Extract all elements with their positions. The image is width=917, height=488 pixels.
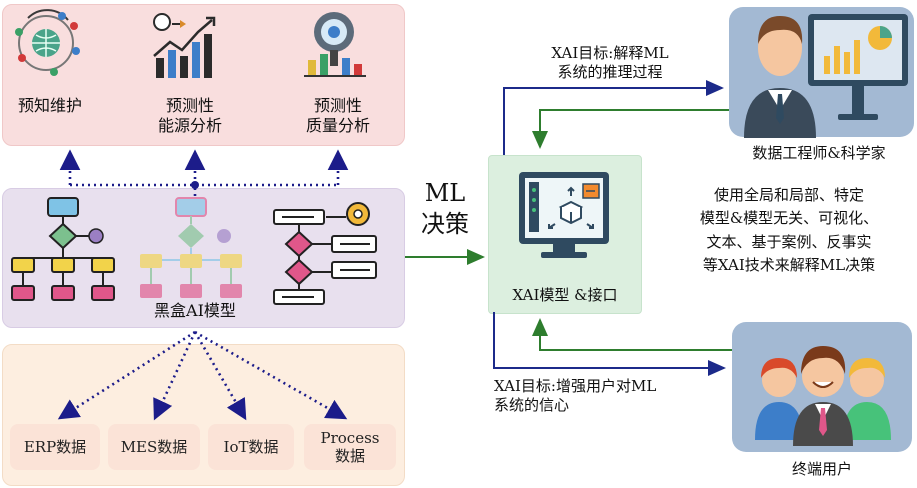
green-arrow-from-scientist bbox=[532, 109, 729, 149]
data-scientist-label: 数据工程师&科学家 bbox=[752, 144, 886, 162]
end-user-label: 终端用户 bbox=[791, 460, 852, 478]
black-box-model-label: 黑盒AI模型 bbox=[154, 301, 236, 320]
xai-model-interface-label: XAI模型 &接口 bbox=[512, 286, 618, 304]
dotted-up-connectors bbox=[59, 149, 349, 196]
goal-enhance-confidence-label: XAI目标:增强用户对ML 系统的信心 bbox=[494, 377, 657, 414]
mes-data-box: MES数据 bbox=[108, 424, 200, 470]
iot-data-label: IoT数据 bbox=[223, 438, 279, 456]
mes-data-label: MES数据 bbox=[120, 438, 188, 456]
blue-arrow-to-scientist bbox=[503, 80, 724, 155]
dotted-fan-connectors bbox=[57, 330, 348, 421]
ml-decision-label: ML 决策 bbox=[421, 179, 469, 239]
junction-dot bbox=[191, 181, 199, 189]
predictive-energy-label: 预测性 能源分析 bbox=[157, 96, 222, 135]
erp-data-label: ERP数据 bbox=[23, 438, 87, 456]
process-data-label: Process 数据 bbox=[320, 429, 380, 465]
green-arrow-from-end-user bbox=[532, 318, 732, 351]
iot-data-box: IoT数据 bbox=[208, 424, 294, 470]
blue-arrow-to-end-user bbox=[493, 312, 726, 376]
goal-explain-reasoning-label: XAI目标:解释ML 系统的推理过程 bbox=[551, 44, 669, 81]
xai-techniques-text: 使用全局和局部、特定 模型&模型无关、可视化、 文本、基于案例、反事实 等XAI… bbox=[699, 186, 879, 274]
process-data-box: Process 数据 bbox=[304, 424, 396, 470]
predictive-quality-label: 预测性 质量分析 bbox=[305, 96, 370, 135]
predictive-maintenance-label: 预知维护 bbox=[17, 96, 82, 115]
erp-data-box: ERP数据 bbox=[10, 424, 100, 470]
